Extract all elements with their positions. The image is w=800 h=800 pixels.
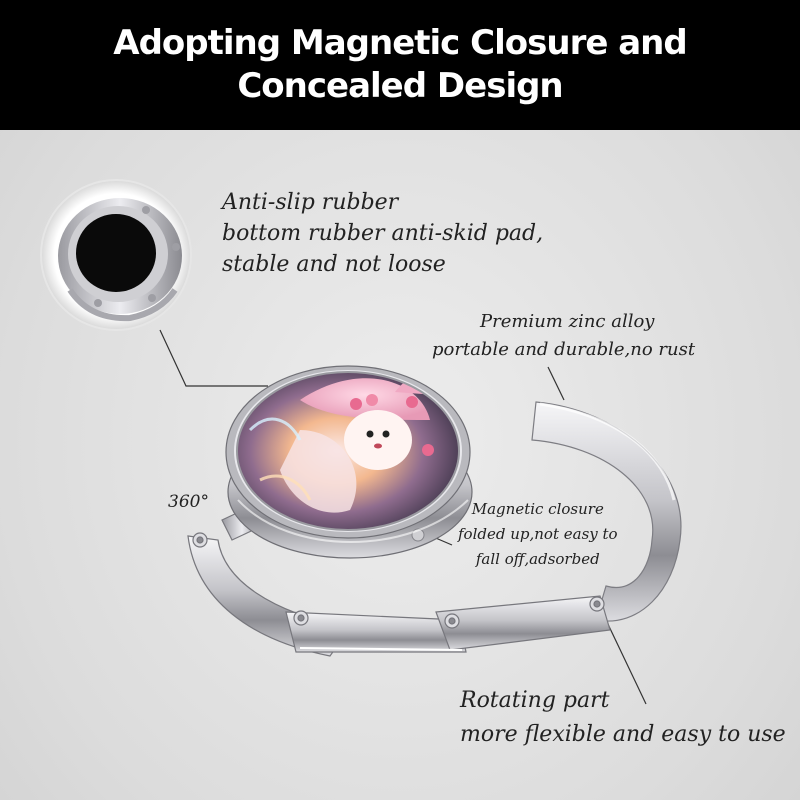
callout-rotating-line-1: Rotating part (460, 688, 610, 713)
inset-bottom-view (40, 179, 192, 331)
callout-zinc-line-1: Premium zinc alloy (480, 311, 655, 332)
callout-magnetic-line-3: fall off,adsorbed (475, 550, 600, 568)
purse-hook-illustration (40, 179, 682, 705)
callout-rotating-part: Rotating part more flexible and easy to … (460, 684, 786, 752)
callout-rubber-line-2: bottom rubber anti-skid pad, (222, 221, 544, 246)
callout-zinc-alloy: Premium zinc alloy portable and durable,… (432, 308, 695, 364)
callout-magnetic-line-2: folded up,not easy to (458, 525, 618, 543)
hinged-links (187, 505, 611, 657)
ghost-artwork (237, 372, 459, 530)
callout-rotation-degree: 360° (168, 492, 209, 512)
callout-rubber: Anti-slip rubber bottom rubber anti-skid… (222, 187, 543, 280)
callout-rubber-line-3: stable and not loose (222, 252, 446, 277)
callout-magnetic-line-1: Magnetic closure (471, 500, 604, 518)
callout-magnetic-closure: Magnetic closure folded up,not easy to f… (458, 497, 618, 572)
banner-title-line-2: Concealed Design (237, 66, 563, 106)
callout-rotating-line-2: more flexible and easy to use (460, 722, 786, 747)
disc-pendant (225, 365, 473, 559)
banner-title-line-1: Adopting Magnetic Closure and (113, 23, 687, 63)
rubber-pad (76, 214, 156, 292)
leader-lines (159, 329, 647, 705)
title-banner: Adopting Magnetic Closure and Concealed … (0, 0, 800, 130)
callout-zinc-line-2: portable and durable,no rust (432, 339, 696, 360)
callout-rubber-line-1: Anti-slip rubber (222, 190, 399, 215)
